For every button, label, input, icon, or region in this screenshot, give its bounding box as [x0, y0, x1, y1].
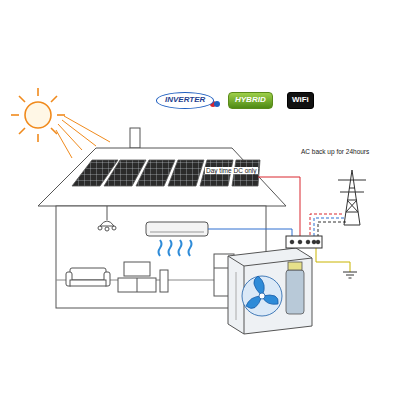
sun-part	[11, 114, 19, 116]
indoor-ac-unit	[146, 222, 208, 236]
outdoor-fan-part	[242, 276, 282, 316]
tv-stand-part	[118, 278, 156, 292]
power-pylon-part	[344, 225, 360, 226]
terminal-block-part	[312, 240, 316, 244]
sun-rays-part	[62, 120, 96, 146]
sun	[11, 88, 65, 142]
indoor-ac-unit-part	[146, 222, 208, 236]
sofa-part	[70, 280, 106, 286]
sun-rays-part	[56, 130, 72, 158]
terminal-block-part	[298, 240, 302, 244]
ground-wire	[316, 248, 350, 272]
power-pylon-part	[340, 192, 364, 193]
sun-part	[57, 114, 65, 116]
terminal-block	[286, 236, 322, 248]
logo-text: HYBRID	[235, 96, 266, 105]
ceiling-lamp-part	[105, 227, 109, 231]
outdoor-fan-part	[259, 293, 265, 299]
indoor-ac-unit-part	[150, 232, 204, 233]
hybrid-badge: HYBRID	[228, 92, 273, 109]
outdoor-ac-unit-part	[236, 272, 237, 320]
sun-part	[19, 128, 25, 134]
outdoor-ac-unit-part	[228, 248, 312, 334]
outdoor-fan	[242, 276, 282, 316]
compressor-part	[286, 270, 304, 314]
sun-part	[19, 96, 25, 102]
logo-text: WiFi	[292, 96, 309, 105]
ground-wire-part	[316, 248, 350, 272]
sun-part	[51, 96, 57, 102]
sun-rays-part	[58, 124, 82, 150]
sun-part	[37, 88, 39, 96]
sun-part	[25, 102, 51, 128]
airflow-waves-part	[159, 240, 162, 256]
indoor-wire	[208, 229, 292, 236]
ac-backup-wires-part	[318, 222, 346, 236]
power-pylon-part	[344, 170, 360, 225]
tv-stand-part	[137, 278, 138, 292]
tv-stand-part	[160, 270, 168, 292]
ceiling-lamp-part	[98, 226, 102, 230]
ac-backup-wires-part	[310, 214, 342, 236]
ceiling-lamp-part	[100, 221, 114, 226]
indoor-wire-part	[208, 229, 292, 236]
ceiling-lamp-part	[107, 206, 108, 220]
power-pylon	[338, 170, 366, 225]
ac-backup-wires	[310, 214, 346, 236]
inverter-logo-dot-part	[214, 101, 220, 107]
airflow-waves-part	[179, 240, 182, 256]
tv-stand-part	[124, 262, 150, 276]
terminal-block-part	[290, 240, 294, 244]
logo-text: INVERTER	[165, 96, 205, 105]
ac-backup-label: AC back up for 24hours	[300, 148, 370, 155]
ceiling-lamp-part	[112, 226, 116, 230]
compressor	[286, 262, 304, 314]
ground-symbol	[343, 272, 357, 278]
airflow-waves	[159, 240, 192, 256]
terminal-block-part	[316, 240, 320, 244]
terminal-block-part	[306, 240, 310, 244]
dc-wire	[258, 177, 300, 236]
ground-symbol-part	[343, 272, 357, 273]
wifi-badge: WiFi	[287, 92, 314, 109]
ground-symbol-part	[349, 278, 352, 279]
sofa-part	[70, 268, 106, 280]
sun-part	[37, 134, 39, 142]
inverter-logo: INVERTER	[156, 92, 214, 109]
dc-wire-label: Day time DC only	[205, 167, 258, 174]
ground-symbol-part	[346, 275, 354, 276]
airflow-waves-part	[189, 240, 192, 256]
tv-stand	[118, 262, 168, 292]
solar-panels-part	[168, 160, 204, 186]
dc-wire-part	[258, 177, 300, 236]
ceiling-lamp	[98, 206, 116, 231]
airflow-waves-part	[169, 240, 172, 256]
solar-panels	[72, 160, 260, 186]
power-pylon-part	[338, 180, 366, 181]
compressor-part	[288, 262, 302, 270]
outdoor-ac-unit	[228, 248, 312, 334]
roof	[38, 148, 286, 206]
sun-rays-part	[64, 116, 110, 142]
terminal-block-part	[286, 236, 322, 248]
chimney	[130, 128, 140, 148]
sofa	[66, 268, 110, 286]
